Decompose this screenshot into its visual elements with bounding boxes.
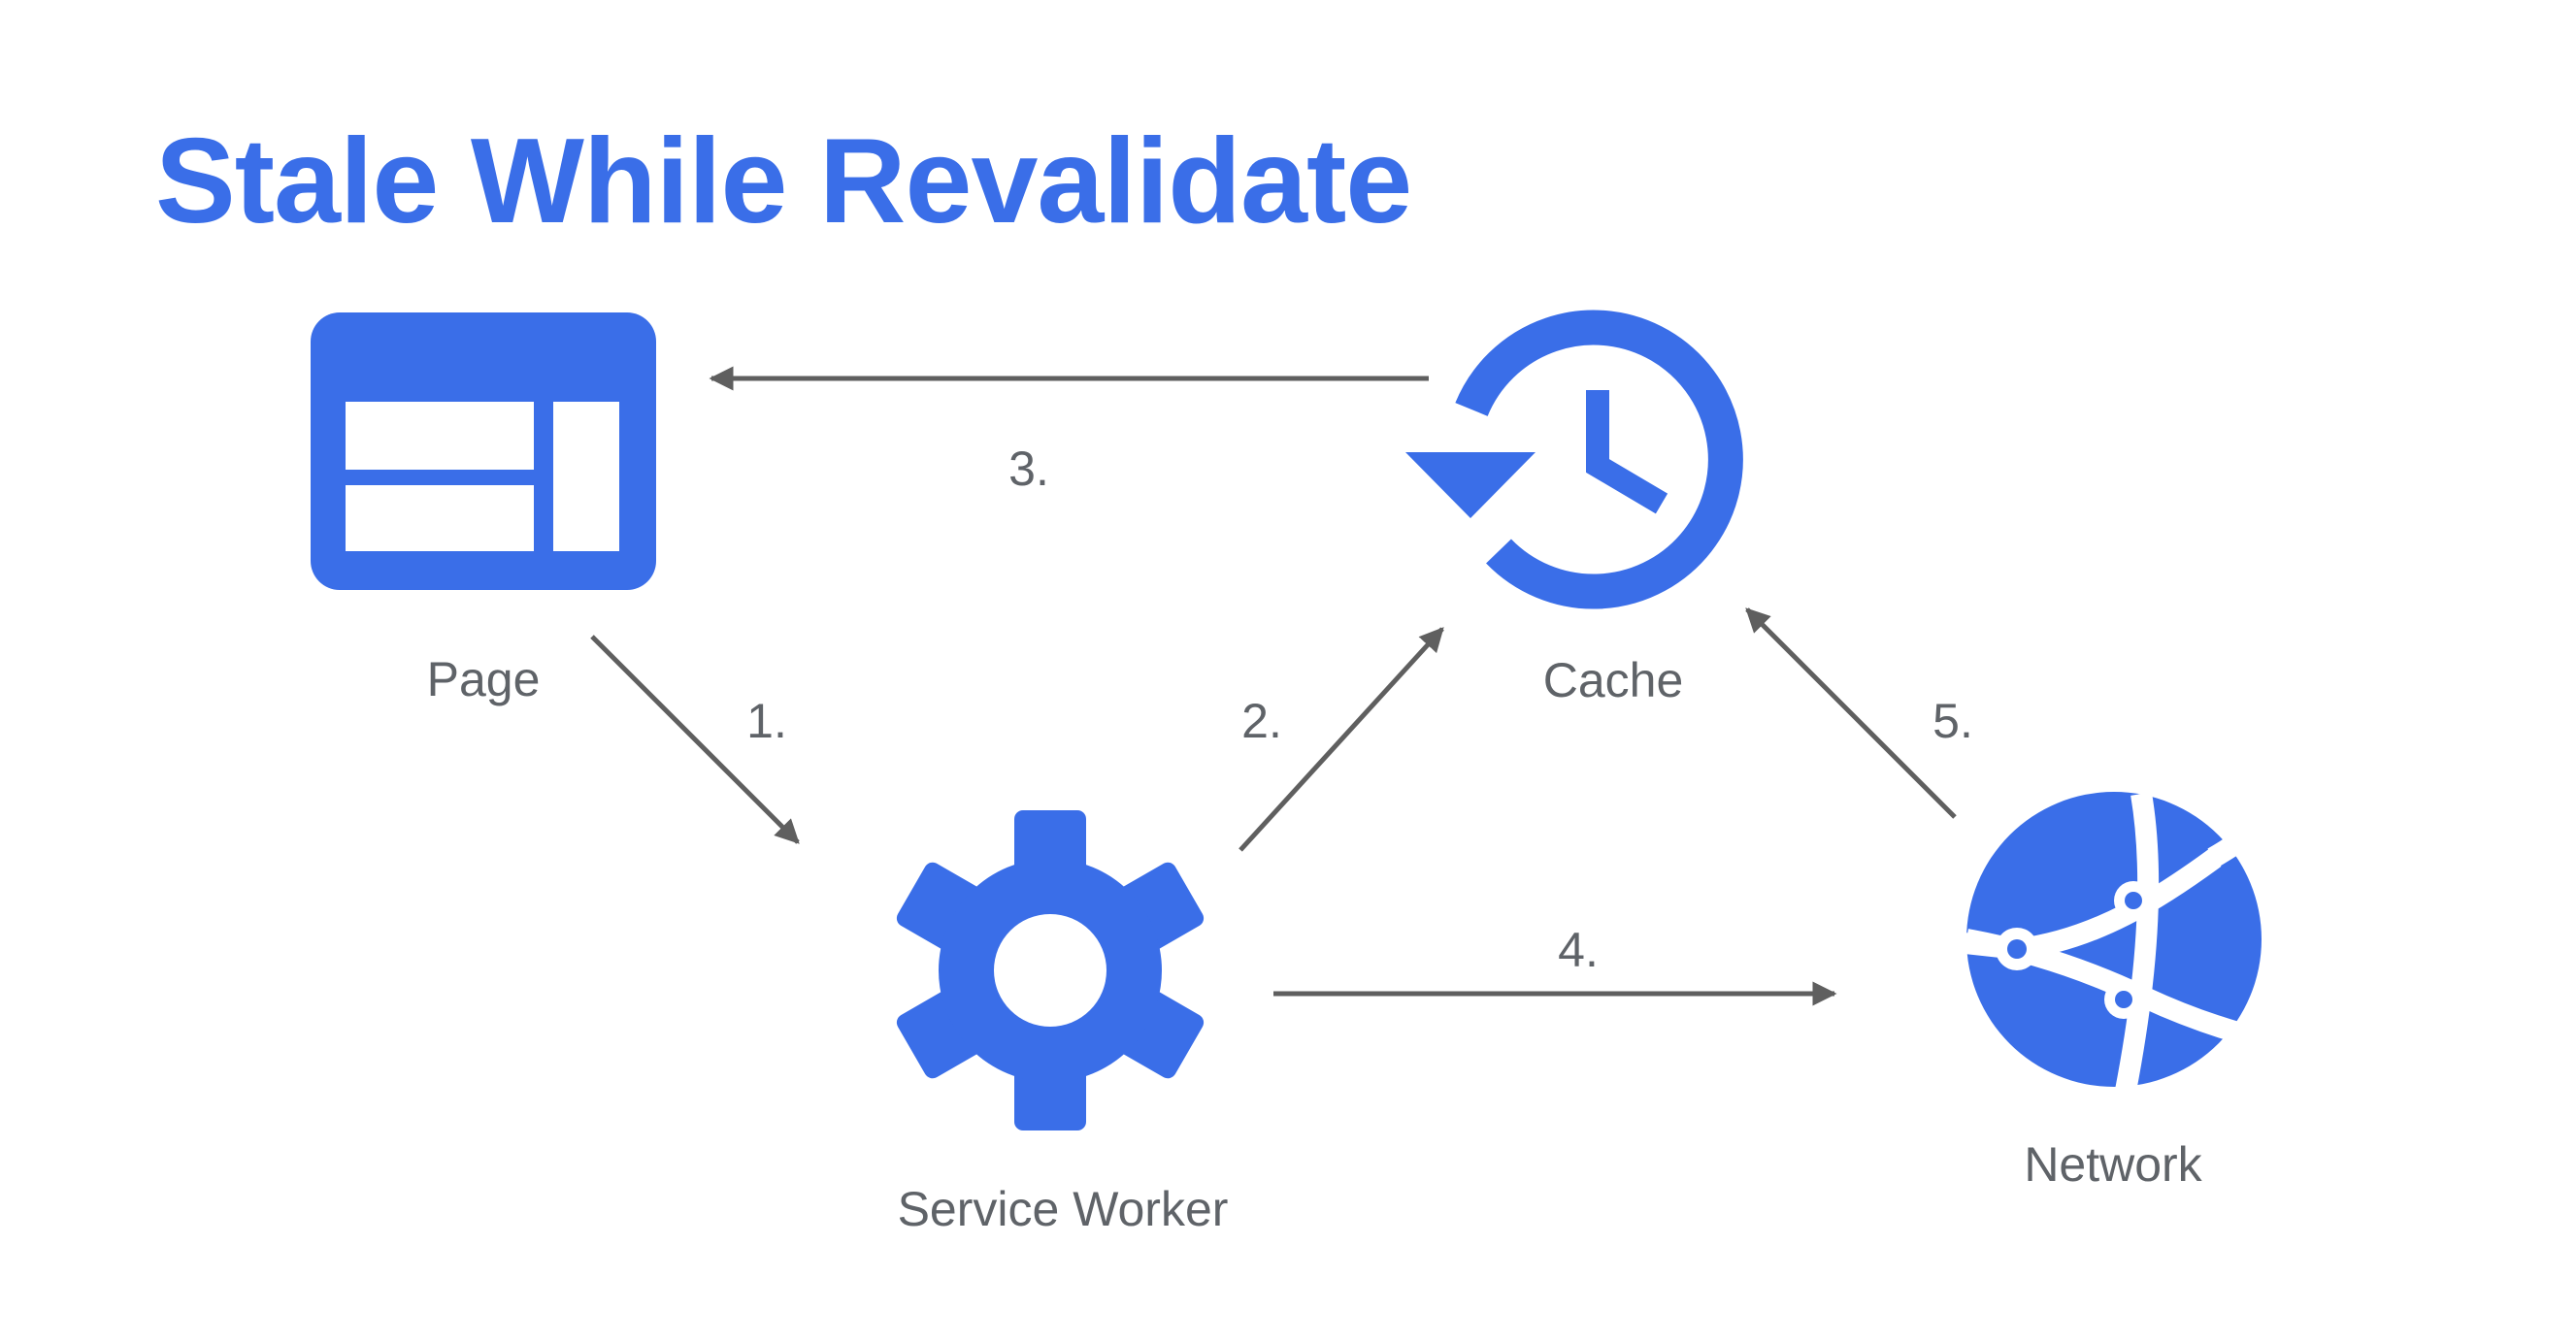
network-label: Network bbox=[2024, 1137, 2202, 1192]
step-label-5: 5. bbox=[1932, 694, 1973, 748]
globe-network-icon bbox=[1963, 792, 2291, 1094]
service-worker-label: Service Worker bbox=[898, 1182, 1229, 1236]
arrow-step-2 bbox=[1238, 627, 1444, 852]
page-label: Page bbox=[427, 652, 541, 706]
gear-icon bbox=[896, 810, 1205, 1130]
slide-title: Stale While Revalidate bbox=[155, 115, 1412, 248]
step-label-3: 3. bbox=[1008, 442, 1049, 496]
step-label-1: 1. bbox=[746, 694, 787, 748]
history-clock-icon bbox=[1405, 310, 1743, 609]
web-page-icon bbox=[311, 312, 656, 590]
cache-label: Cache bbox=[1543, 653, 1684, 707]
step-label-2: 2. bbox=[1241, 694, 1282, 748]
arrow-step-5 bbox=[1745, 607, 1957, 819]
step-label-4: 4. bbox=[1558, 923, 1599, 977]
arrow-step-1 bbox=[590, 635, 800, 844]
